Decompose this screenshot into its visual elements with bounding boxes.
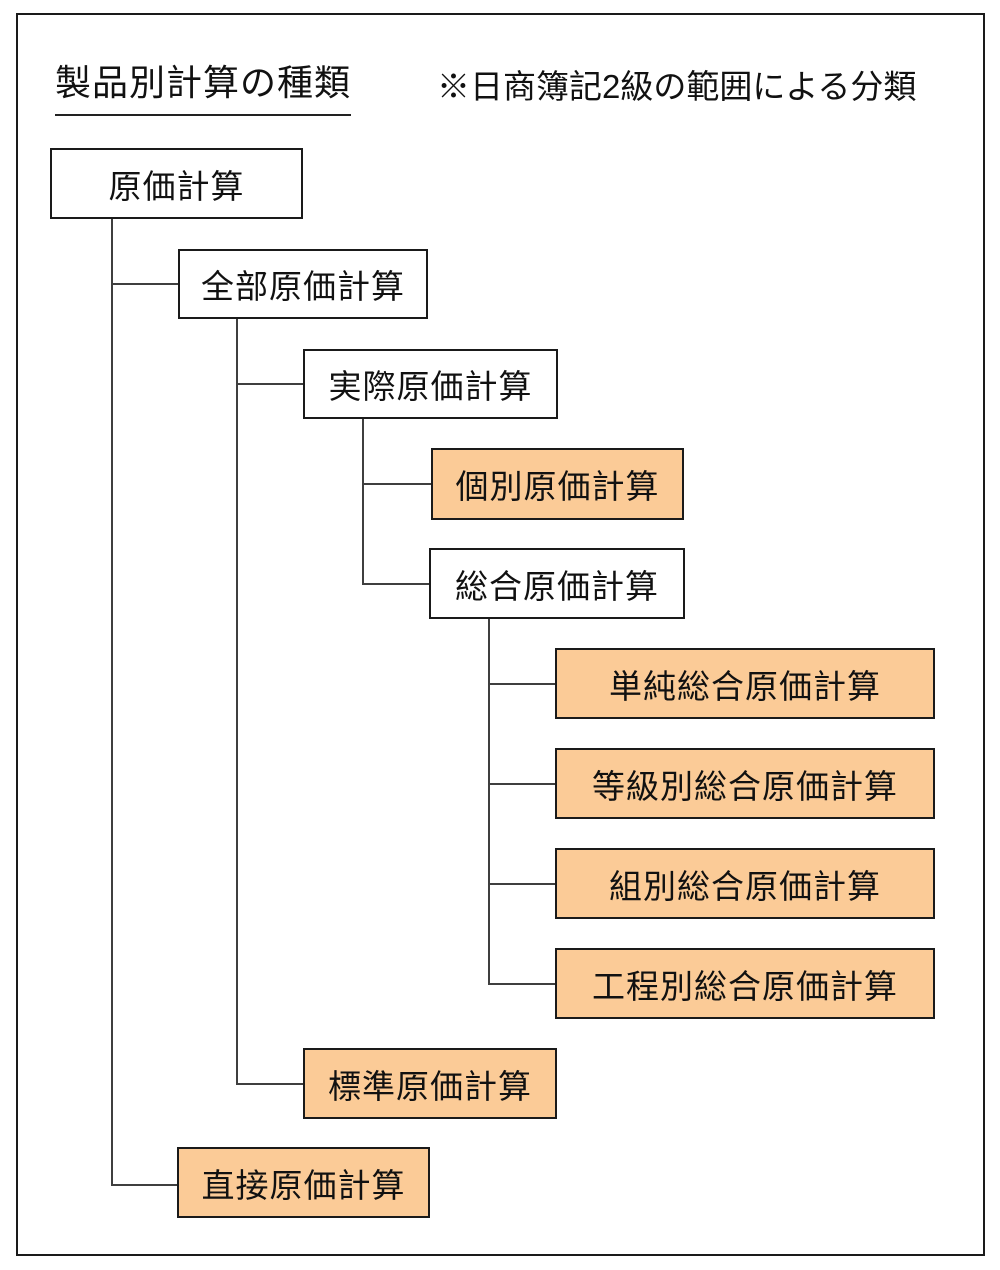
node-genka-keisan: 原価計算 — [50, 148, 303, 219]
connector-line — [111, 1184, 177, 1186]
node-chokusetsu-genka-keisan: 直接原価計算 — [177, 1147, 430, 1218]
node-kobetsu-genka-keisan: 個別原価計算 — [431, 448, 684, 520]
node-tokyubetsu-sogo-genka-keisan: 等級別総合原価計算 — [555, 748, 935, 819]
connector-line — [236, 383, 303, 385]
node-koteibetsu-sogo-genka-keisan: 工程別総合原価計算 — [555, 948, 935, 1019]
connector-line — [488, 619, 490, 985]
outer-border — [16, 13, 985, 1256]
node-hyojun-genka-keisan: 標準原価計算 — [303, 1048, 557, 1119]
node-jissai-genka-keisan: 実際原価計算 — [303, 349, 558, 419]
node-zenbu-genka-keisan: 全部原価計算 — [178, 249, 428, 319]
node-kumibetsu-sogo-genka-keisan: 組別総合原価計算 — [555, 848, 935, 919]
connector-line — [488, 683, 555, 685]
connector-line — [236, 1083, 303, 1085]
connector-line — [488, 783, 555, 785]
connector-line — [362, 583, 429, 585]
connector-line — [111, 283, 178, 285]
connector-line — [488, 983, 555, 985]
node-tanjun-sogo-genka-keisan: 単純総合原価計算 — [555, 648, 935, 719]
connector-line — [111, 219, 113, 1186]
classification-note: ※日商簿記2級の範囲による分類 — [437, 68, 917, 105]
connector-line — [488, 883, 555, 885]
connector-line — [236, 319, 238, 1085]
diagram-title: 製品別計算の種類 — [55, 54, 352, 116]
connector-line — [362, 419, 364, 585]
connector-line — [362, 483, 431, 485]
node-sogo-genka-keisan: 総合原価計算 — [429, 548, 685, 619]
